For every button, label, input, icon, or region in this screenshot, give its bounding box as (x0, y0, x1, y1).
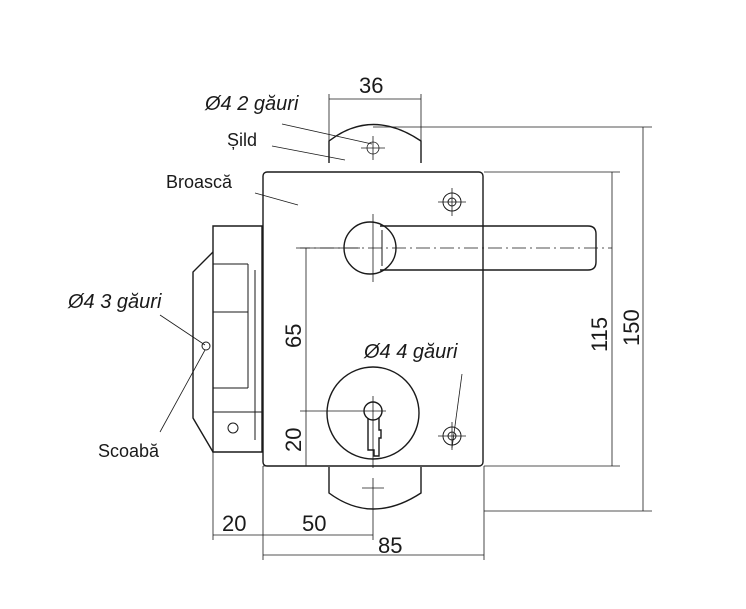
dim-20-horizontal: 20 (222, 511, 246, 536)
cylinder-keyhole (326, 366, 420, 468)
dim-20-vertical: 20 (281, 428, 306, 452)
label-holes-scoaba: Ø4 3 găuri (67, 291, 162, 313)
dim-150: 150 (619, 309, 644, 346)
dimension-lines (212, 94, 652, 560)
label-holes-broasca: Ø4 4 găuri (363, 341, 458, 363)
dim-36: 36 (359, 73, 383, 98)
strike-plate (192, 225, 263, 453)
mount-hole-top-right (438, 188, 466, 216)
label-scoaba: Scoabă (98, 441, 160, 461)
dim-115: 115 (587, 317, 612, 352)
label-broasca: Broască (166, 172, 233, 192)
dim-85: 85 (378, 533, 402, 558)
escutcheon-bottom (328, 467, 422, 510)
escutcheon-top (328, 123, 422, 163)
label-holes-sild: Ø4 2 găuri (204, 93, 299, 115)
dim-50: 50 (302, 511, 326, 536)
label-sild: Șild (227, 130, 257, 150)
dim-65: 65 (281, 324, 306, 348)
leader-lines (159, 123, 463, 449)
